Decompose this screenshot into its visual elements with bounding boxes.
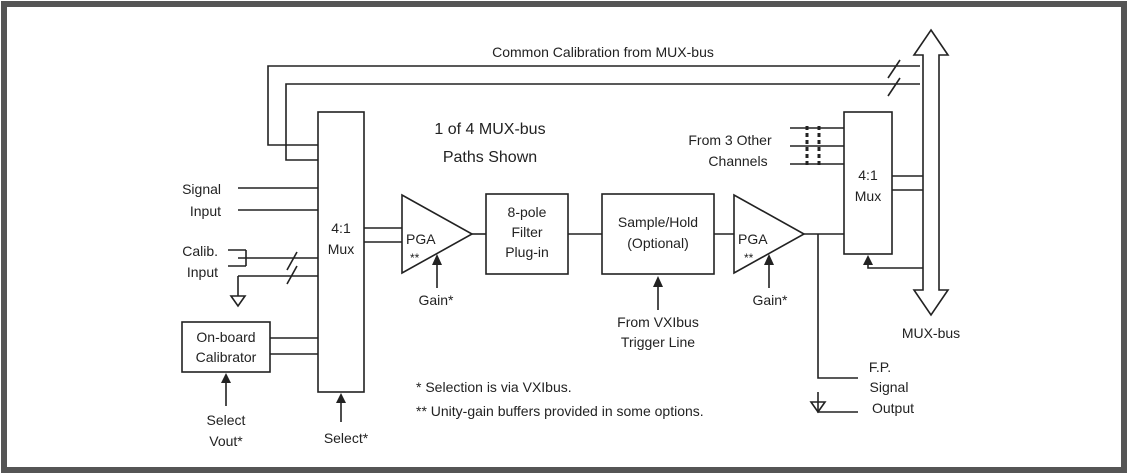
- gain2-label: Gain*: [752, 292, 788, 308]
- sample-hold-label-1: Sample/Hold: [618, 214, 698, 230]
- input-mux-label-2: Mux: [328, 241, 354, 257]
- signal-input-label-2: Input: [190, 203, 221, 219]
- fp-output-label-2: Signal: [870, 379, 909, 395]
- ground-symbol: [229, 295, 247, 308]
- select-vout-arrow: [221, 373, 231, 406]
- filter-box: [485, 193, 569, 275]
- output-mux-box: [843, 111, 893, 255]
- input-mux-box: [317, 111, 365, 393]
- trigger-arrow: [653, 276, 663, 310]
- output-mux-label-2: Mux: [855, 188, 881, 204]
- mux-bus-label: MUX-bus: [902, 325, 960, 341]
- sample-hold-box: [601, 193, 715, 275]
- calib-input-label-2: Input: [187, 264, 218, 280]
- common-calibration-lines: [267, 59, 920, 161]
- calibrator-box: [181, 321, 271, 373]
- output-mux-select-arrow: [863, 255, 923, 269]
- gain2-arrow: [764, 254, 774, 288]
- pga1-label: PGA: [406, 231, 436, 247]
- mux-bus-arrow: [912, 28, 950, 317]
- calibrator-output-lines: [270, 337, 318, 355]
- select-arrow: [336, 393, 346, 422]
- pga1-triangle: [401, 193, 474, 275]
- sample-hold-label-2: (Optional): [627, 235, 688, 251]
- calib-input-lines: [228, 249, 318, 296]
- calibrator-label-1: On-board: [196, 329, 255, 345]
- pga2-label: PGA: [738, 231, 768, 247]
- signal-input-label-1: Signal: [182, 181, 221, 197]
- signal-input-lines: [238, 187, 318, 211]
- fp-output-label-1: F.P.: [869, 359, 891, 375]
- select-label: Select*: [324, 430, 369, 446]
- other-channels-label-2: Channels: [708, 153, 767, 169]
- common-calibration-label: Common Calibration from MUX-bus: [492, 44, 714, 60]
- gain1-arrow: [432, 254, 442, 288]
- input-mux-label-1: 4:1: [331, 220, 351, 236]
- output-mux-label-1: 4:1: [858, 167, 878, 183]
- gain1-label: Gain*: [418, 292, 454, 308]
- calibrator-label-2: Calibrator: [196, 349, 257, 365]
- other-channels-label-1: From 3 Other: [688, 132, 772, 148]
- select-vout-label-2: Vout*: [209, 433, 243, 449]
- pga2-note: **: [744, 251, 754, 265]
- filter-label-1: 8-pole: [508, 204, 547, 220]
- mux-to-pga1-lines: [364, 227, 402, 243]
- other-channels-lines: [790, 126, 844, 168]
- trigger-label-1: From VXIbus: [617, 314, 699, 330]
- filter-label-3: Plug-in: [505, 244, 549, 260]
- fp-output-label-3: Output: [872, 400, 914, 416]
- diagram-title-line1: 1 of 4 MUX-bus: [434, 121, 545, 138]
- trigger-label-2: Trigger Line: [621, 334, 695, 350]
- diagram-title-line2: Paths Shown: [443, 149, 537, 166]
- filter-label-2: Filter: [511, 224, 542, 240]
- footnote-2: ** Unity-gain buffers provided in some o…: [416, 403, 704, 419]
- select-vout-label-1: Select: [207, 412, 246, 428]
- output-ground-symbol: [809, 401, 827, 414]
- mux-to-bus-lines: [892, 175, 923, 191]
- pga2-triangle: [733, 193, 806, 275]
- pga2-output-lines: [804, 233, 858, 413]
- calib-input-label-1: Calib.: [182, 243, 218, 259]
- footnote-1: * Selection is via VXIbus.: [416, 379, 572, 395]
- pga1-note: **: [410, 251, 420, 265]
